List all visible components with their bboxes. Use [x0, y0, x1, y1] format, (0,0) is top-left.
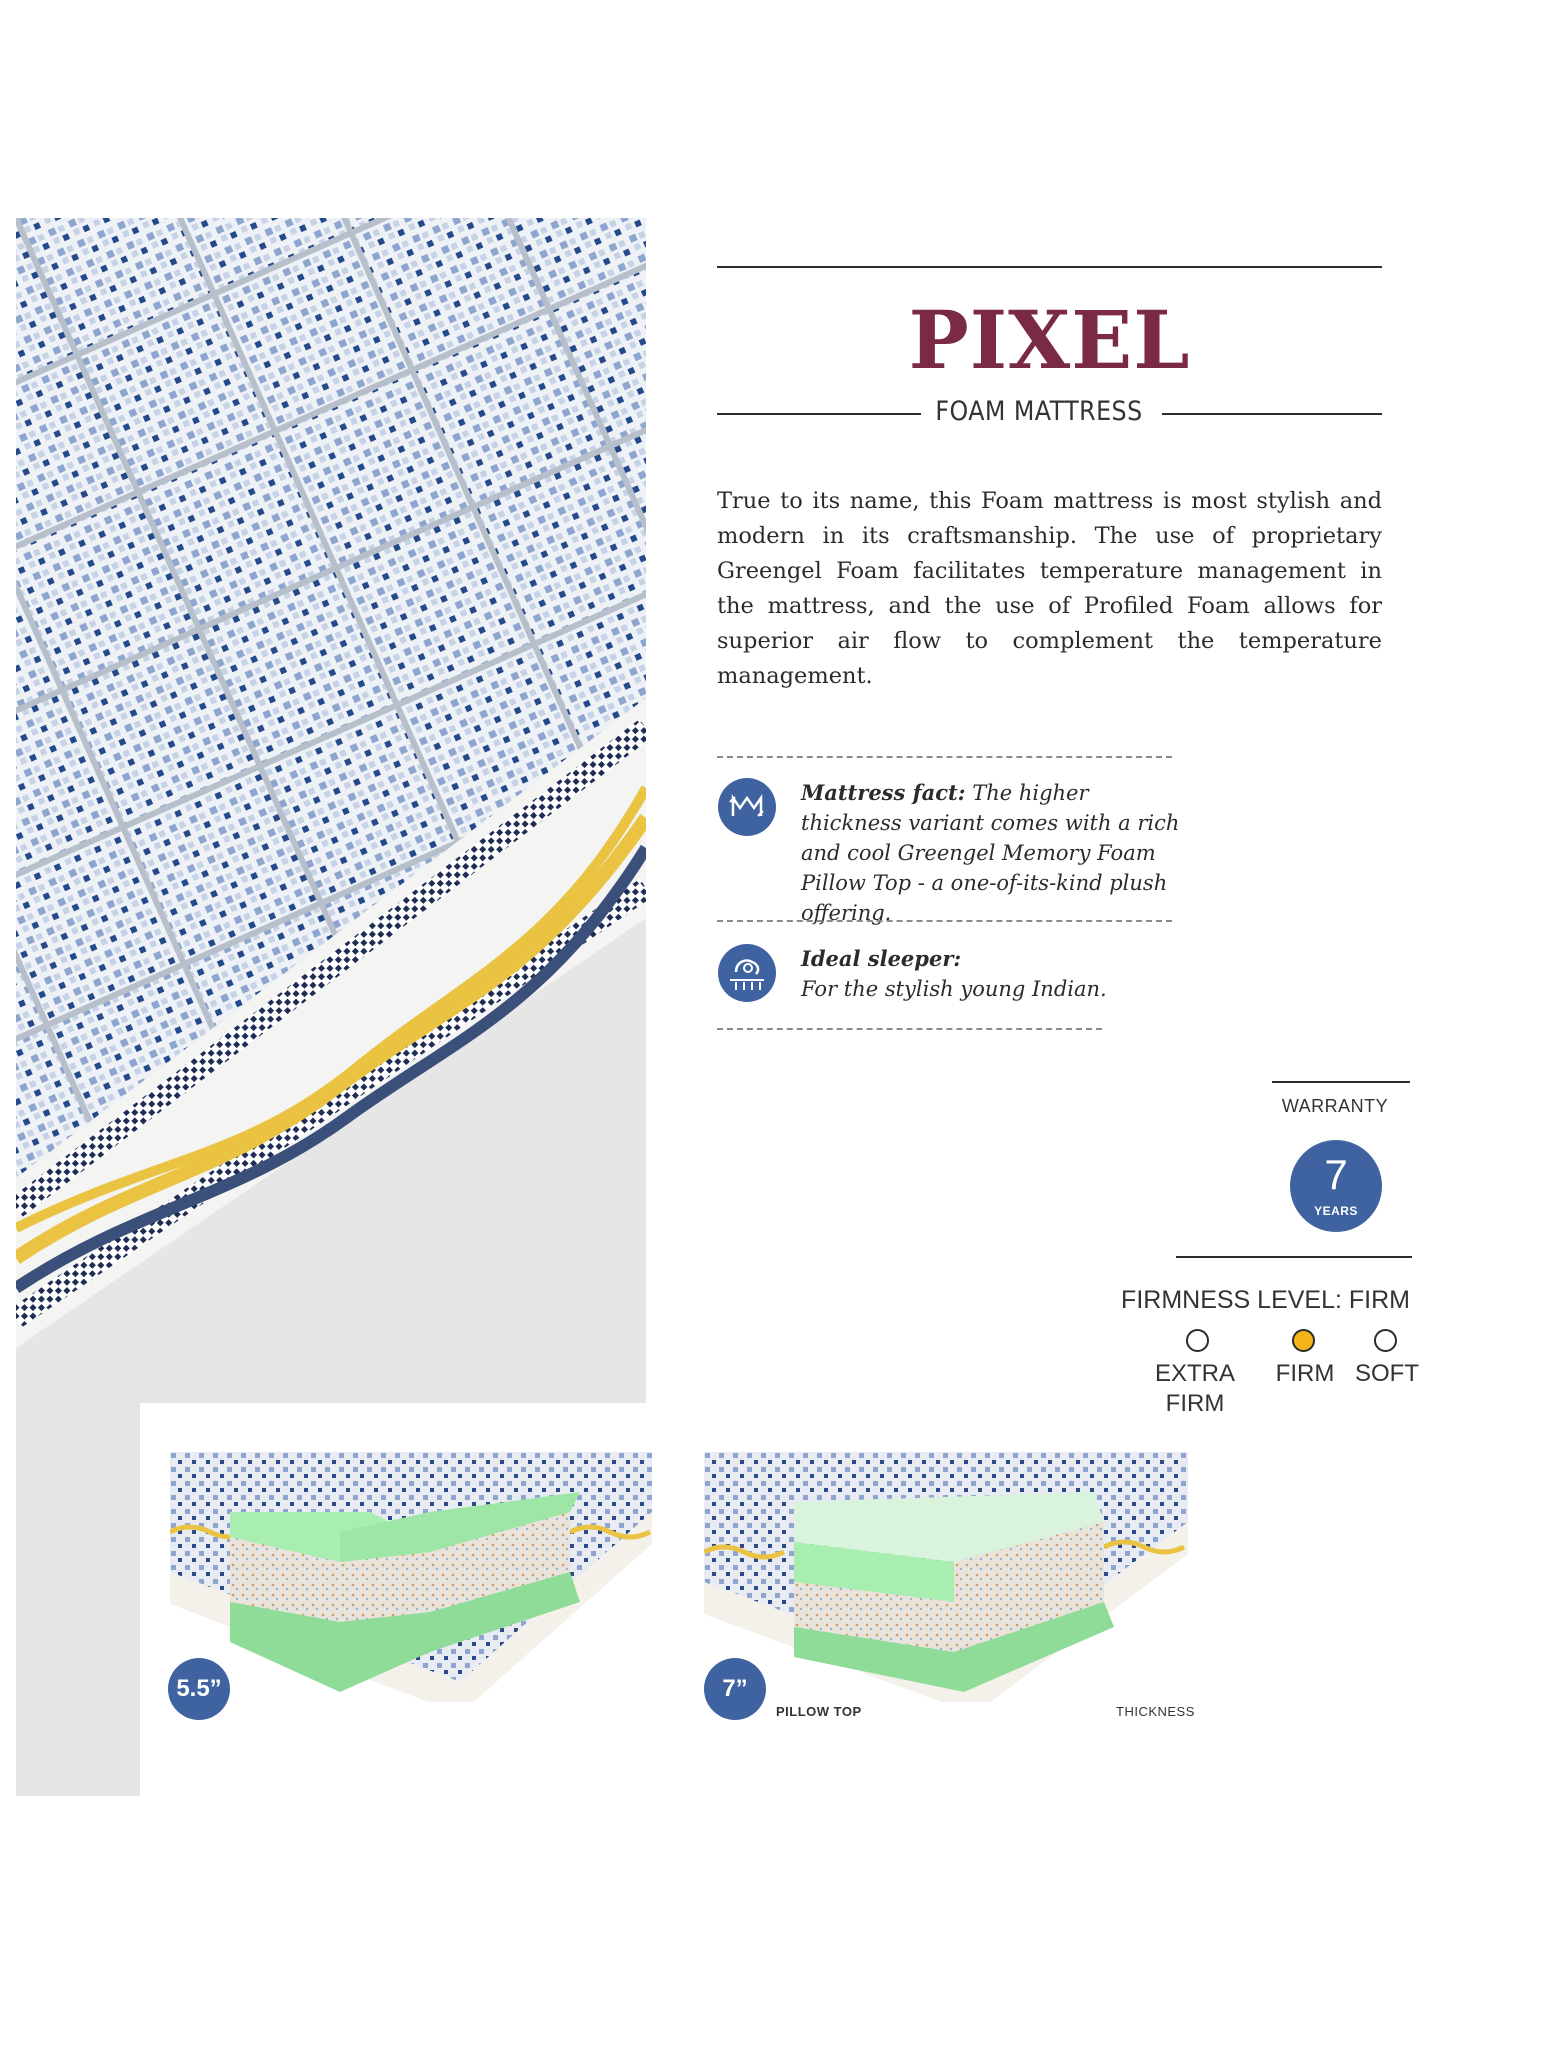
fact-heading: Mattress fact: [801, 780, 966, 805]
divider [717, 1028, 1102, 1030]
size-badge-7: 7” [704, 1658, 766, 1720]
product-subtitle: FOAM MATTRESS [935, 396, 1143, 427]
variant-cutaway-image [170, 1452, 652, 1702]
fact-heading: Ideal sleeper: [801, 946, 962, 971]
fact-body: The higher thickness variant comes with … [801, 781, 1180, 925]
top-rule [717, 266, 1382, 268]
subtitle-rule-right [1162, 413, 1382, 415]
pillow-top-caption: PILLOW TOP [776, 1704, 862, 1719]
warranty-unit: YEARS [1314, 1204, 1358, 1218]
hero-mattress-image [16, 218, 646, 1403]
firmness-dot-extra-firm [1186, 1329, 1209, 1352]
divider [717, 920, 1172, 922]
warranty-value: 7 [1324, 1151, 1348, 1198]
firmness-option-extra-firm: EXTRA FIRM [1154, 1360, 1235, 1417]
product-description: True to its name, this Foam mattress is … [717, 488, 1382, 689]
size-badge-5-5: 5.5” [168, 1658, 230, 1720]
firmness-title: FIRMNESS LEVEL: FIRM [1121, 1286, 1410, 1314]
firmness-dot-soft [1374, 1329, 1397, 1352]
airflow-icon [718, 778, 776, 836]
variant-pillow-top-cutaway-image [704, 1452, 1188, 1702]
firmness-option-soft: SOFT [1355, 1360, 1419, 1387]
firmness-rule [1176, 1256, 1412, 1258]
fact-sleeper: Ideal sleeper: For the stylish young Ind… [801, 944, 1181, 1004]
thickness-caption: THICKNESS [1116, 1704, 1195, 1719]
divider [717, 756, 1172, 758]
warranty-rule [1272, 1081, 1410, 1083]
warranty-label: WARRANTY [1281, 1096, 1389, 1116]
fact-mattress: Mattress fact: The higher thickness vari… [801, 778, 1181, 928]
subtitle-rule-left [717, 413, 921, 415]
product-title: PIXEL [908, 293, 1191, 387]
warranty-badge: 7 YEARS [1290, 1140, 1382, 1232]
firmness-dot-firm [1292, 1329, 1315, 1352]
background-panel [16, 1400, 140, 1796]
firmness-option-firm: FIRM [1275, 1360, 1335, 1387]
sleeper-icon [718, 944, 776, 1002]
fact-body: For the stylish young Indian. [801, 977, 1107, 1001]
